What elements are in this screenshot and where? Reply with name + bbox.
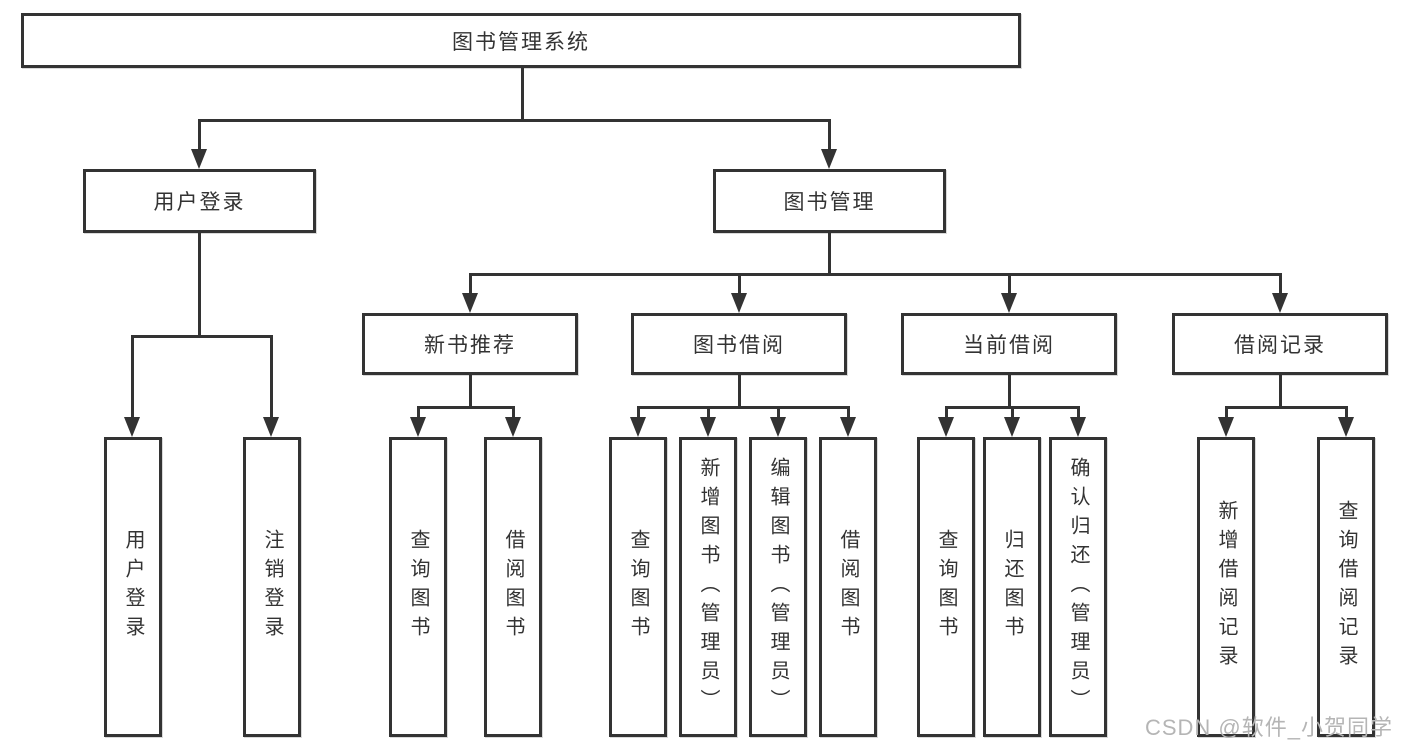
arrow-down-icon (731, 293, 747, 313)
leaf-user-login: 用户登录 (104, 437, 162, 737)
arrow-down-icon (505, 417, 521, 437)
arrow-down-icon (1338, 417, 1354, 437)
node-label: 查询借阅记录 (1335, 500, 1357, 674)
node-book-borrow: 图书借阅 (631, 313, 847, 375)
node-borrow-records: 借阅记录 (1172, 313, 1388, 375)
node-user-login: 用户登录 (83, 169, 316, 233)
node-label: 当前借阅 (963, 334, 1055, 357)
connector-line (469, 273, 472, 295)
arrow-down-icon (1001, 293, 1017, 313)
connector-line (945, 406, 948, 419)
node-label: 新增借阅记录 (1215, 500, 1237, 674)
arrow-down-icon (770, 417, 786, 437)
leaf-query-books-recommend: 查询图书 (389, 437, 447, 737)
arrow-down-icon (124, 417, 140, 437)
node-label: 图书管理 (783, 191, 876, 214)
leaf-add-books-admin: 新增图书（管理员） (679, 437, 737, 737)
node-label: 图书管理系统 (452, 30, 590, 54)
connector-line (1279, 375, 1282, 409)
node-label: 用户登录 (153, 191, 246, 214)
connector-line (417, 406, 420, 419)
connector-line (270, 335, 273, 419)
leaf-edit-books-admin: 编辑图书（管理员） (749, 437, 807, 737)
leaf-query-borrow-record: 查询借阅记录 (1317, 437, 1375, 737)
arrow-down-icon (462, 293, 478, 313)
connector-line (738, 375, 741, 409)
connector-line (521, 68, 524, 121)
leaf-confirm-return-admin: 确认归还（管理员） (1049, 437, 1107, 737)
connector-line (131, 335, 134, 419)
arrow-down-icon (821, 149, 837, 169)
arrow-down-icon (1272, 293, 1288, 313)
node-label: 新增图书（管理员） (697, 456, 719, 718)
connector-line (1008, 273, 1011, 295)
node-label: 借阅图书 (502, 529, 524, 645)
leaf-return-books: 归还图书 (983, 437, 1041, 737)
connector-line (777, 406, 780, 419)
node-label: 确认归还（管理员） (1067, 456, 1089, 718)
node-label: 归还图书 (1001, 529, 1023, 645)
connector-line (637, 406, 640, 419)
leaf-borrow-books-recommend: 借阅图书 (484, 437, 542, 737)
connector-line (1279, 273, 1282, 295)
node-label: 注销登录 (261, 529, 283, 645)
node-label: 查询图书 (407, 529, 429, 645)
connector-line (707, 406, 710, 419)
connector-line (1011, 406, 1014, 419)
node-label: 图书借阅 (693, 334, 785, 357)
node-label: 查询图书 (627, 529, 649, 645)
leaf-logout: 注销登录 (243, 437, 301, 737)
connector-line (847, 406, 850, 419)
node-book-management: 图书管理 (713, 169, 946, 233)
connector-line (1225, 406, 1228, 419)
connector-line (828, 119, 831, 151)
connector-line (198, 119, 830, 122)
arrow-down-icon (1004, 417, 1020, 437)
node-label: 借阅图书 (837, 529, 859, 645)
connector-line (417, 406, 514, 409)
node-label: 编辑图书（管理员） (767, 456, 789, 718)
connector-line (469, 375, 472, 409)
node-label: 借阅记录 (1234, 334, 1326, 357)
arrow-down-icon (191, 149, 207, 169)
arrow-down-icon (1070, 417, 1086, 437)
arrow-down-icon (630, 417, 646, 437)
arrow-down-icon (1218, 417, 1234, 437)
connector-line (1345, 406, 1348, 419)
connector-line (637, 406, 849, 409)
arrow-down-icon (700, 417, 716, 437)
node-library-management-system: 图书管理系统 (21, 13, 1021, 68)
leaf-query-books-current: 查询图书 (917, 437, 975, 737)
arrow-down-icon (938, 417, 954, 437)
leaf-query-books-borrow: 查询图书 (609, 437, 667, 737)
connector-line (198, 233, 201, 338)
connector-line (198, 119, 201, 151)
csdn-watermark: CSDN @软件_小贺同学 (1144, 715, 1393, 740)
arrow-down-icon (263, 417, 279, 437)
connector-line (131, 335, 272, 338)
node-current-borrow: 当前借阅 (901, 313, 1117, 375)
connector-line (828, 233, 831, 275)
arrow-down-icon (410, 417, 426, 437)
connector-line (512, 406, 515, 419)
connector-line (1225, 406, 1346, 409)
leaf-add-borrow-record: 新增借阅记录 (1197, 437, 1255, 737)
connector-line (738, 273, 741, 295)
leaf-borrow-books: 借阅图书 (819, 437, 877, 737)
node-new-book-recommend: 新书推荐 (362, 313, 578, 375)
node-label: 查询图书 (935, 529, 957, 645)
node-label: 用户登录 (122, 529, 144, 645)
connector-line (1008, 375, 1011, 409)
connector-line (469, 273, 1281, 276)
node-label: 新书推荐 (424, 334, 516, 357)
arrow-down-icon (840, 417, 856, 437)
connector-line (1077, 406, 1080, 419)
